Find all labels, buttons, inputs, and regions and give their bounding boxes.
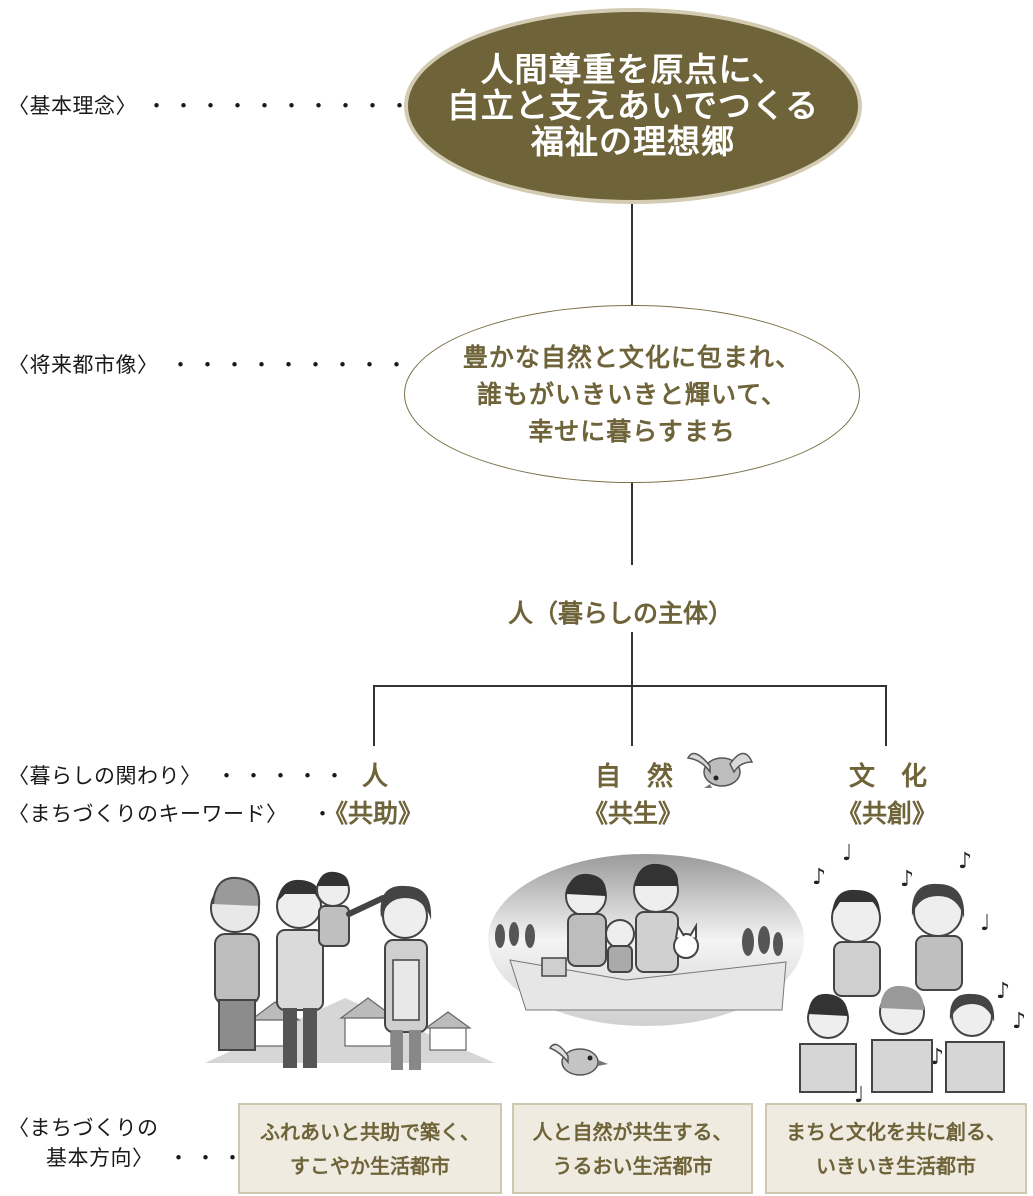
svg-text:♪: ♪ (812, 865, 826, 890)
svg-text:♪: ♪ (1012, 1009, 1026, 1034)
svg-text:♪: ♪ (930, 1045, 944, 1070)
subject-label: 人（暮らしの主体） (508, 599, 734, 628)
connector-concept-to-future (631, 204, 633, 306)
svg-text:♩: ♩ (842, 841, 852, 866)
leader-dots-future-image: ・・・・・・・・・・ (170, 353, 440, 377)
label-keyword: 〈まちづくりのキーワード〉 (8, 802, 288, 826)
leader-dots-direction: ・・・ (168, 1146, 249, 1170)
future-image-line-1: 豊かな自然と文化に包まれ、 (462, 342, 802, 372)
keyword-co-creation: 《共創》 (836, 799, 937, 828)
future-image-line-3: 幸せに暮らすまち (528, 416, 736, 446)
connector-future-to-subject (631, 483, 633, 565)
connector-branch-bar (373, 685, 886, 687)
picnic-illustration (488, 854, 804, 1026)
choir-illustration: ♪♩♪ ♪♩♪ ♪♪♩ (799, 841, 1026, 1108)
category-nature: 自 然 (594, 762, 673, 792)
small-bird-icon (548, 1043, 608, 1076)
direction-box-culture: まちと文化を共に創る、 いきいき生活都市 (765, 1103, 1027, 1194)
direction-people-line-2: すこやか生活都市 (290, 1153, 450, 1178)
basic-concept-line-3: 福祉の理想郷 (531, 122, 735, 161)
label-future-image: 〈将来都市像〉 (8, 353, 159, 377)
label-direction-line2: 基本方向〉 (46, 1146, 154, 1170)
basic-concept-oval: 人間尊重を原点に、 自立と支えあいでつくる 福祉の理想郷 (404, 8, 862, 204)
leader-dots-basic-concept: ・・・・・・・・・・ (146, 94, 416, 118)
keyword-coexistence: 《共生》 (582, 799, 683, 828)
svg-text:♪: ♪ (900, 867, 914, 892)
direction-people-line-1: ふれあいと共助で築く、 (260, 1119, 480, 1144)
svg-text:♪: ♪ (958, 849, 972, 874)
category-culture: 文 化 (848, 762, 927, 792)
basic-concept-line-1: 人間尊重を原点に、 (480, 50, 786, 89)
direction-culture-line-2: いきいき生活都市 (816, 1153, 976, 1178)
label-direction-line1: 〈まちづくりの (8, 1116, 159, 1140)
future-image-line-2: 誰もがいきいきと輝いて、 (476, 379, 787, 409)
svg-text:♩: ♩ (980, 911, 990, 936)
direction-nature-line-1: 人と自然が共生する、 (532, 1119, 733, 1144)
connector-subject-trunk (631, 632, 633, 746)
direction-box-nature: 人と自然が共生する、 うるおい生活都市 (512, 1103, 753, 1194)
svg-text:♪: ♪ (996, 979, 1010, 1004)
family-illustration (205, 871, 495, 1070)
basic-concept-line-2: 自立と支えあいでつくる (446, 86, 820, 125)
future-image-oval: 豊かな自然と文化に包まれ、 誰もがいきいきと輝いて、 幸せに暮らすまち (404, 305, 860, 483)
connector-branch-left (373, 685, 375, 746)
keyword-mutual-aid: 《共助》 (322, 799, 423, 828)
label-relation: 〈暮らしの関わり〉 (8, 764, 202, 788)
leader-dots-relation: ・・・・・ (216, 764, 351, 788)
svg-text:♩: ♩ (854, 1083, 864, 1108)
category-people: 人 (361, 762, 388, 792)
direction-culture-line-1: まちと文化を共に創る、 (786, 1119, 1006, 1144)
connector-branch-right (885, 685, 887, 746)
direction-box-people: ふれあいと共助で築く、 すこやか生活都市 (238, 1103, 502, 1194)
bird-icon (686, 752, 754, 788)
leader-dots-keyword: ・ (312, 802, 339, 826)
label-basic-concept: 〈基本理念〉 (8, 94, 137, 118)
direction-nature-line-2: うるおい生活都市 (552, 1153, 713, 1178)
